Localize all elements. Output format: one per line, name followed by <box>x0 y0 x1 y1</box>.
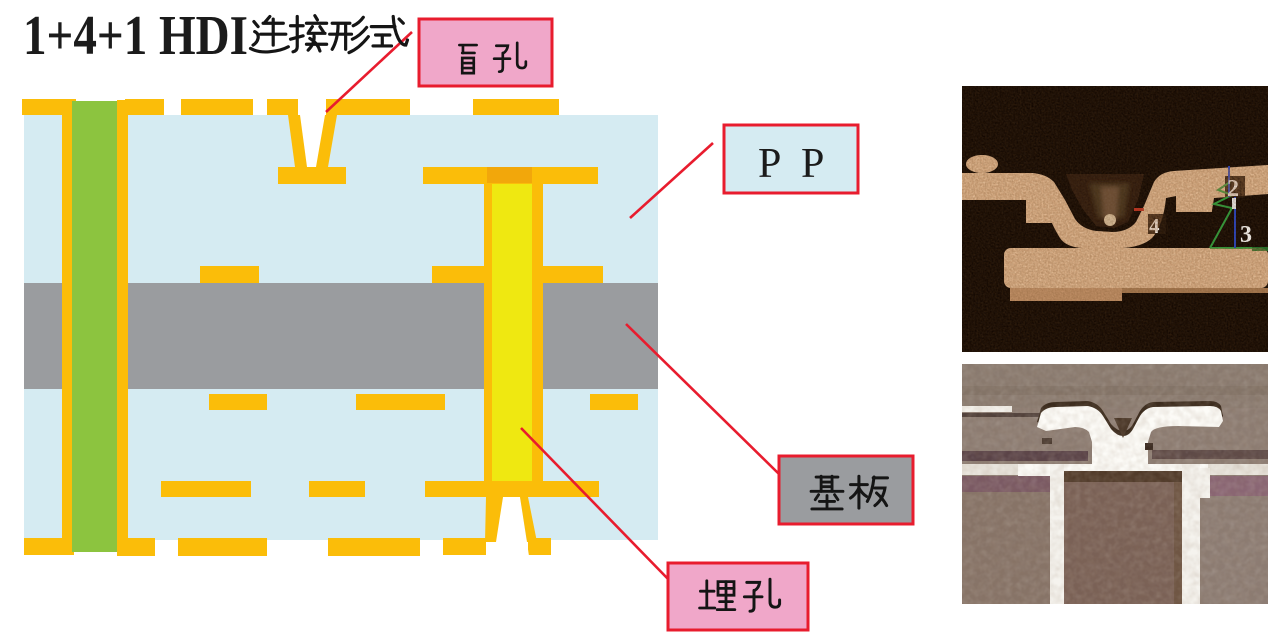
svg-text:P: P <box>801 141 824 187</box>
svg-text:1+4+1 HDI: 1+4+1 HDI <box>23 5 248 67</box>
svg-text:P: P <box>758 141 781 187</box>
